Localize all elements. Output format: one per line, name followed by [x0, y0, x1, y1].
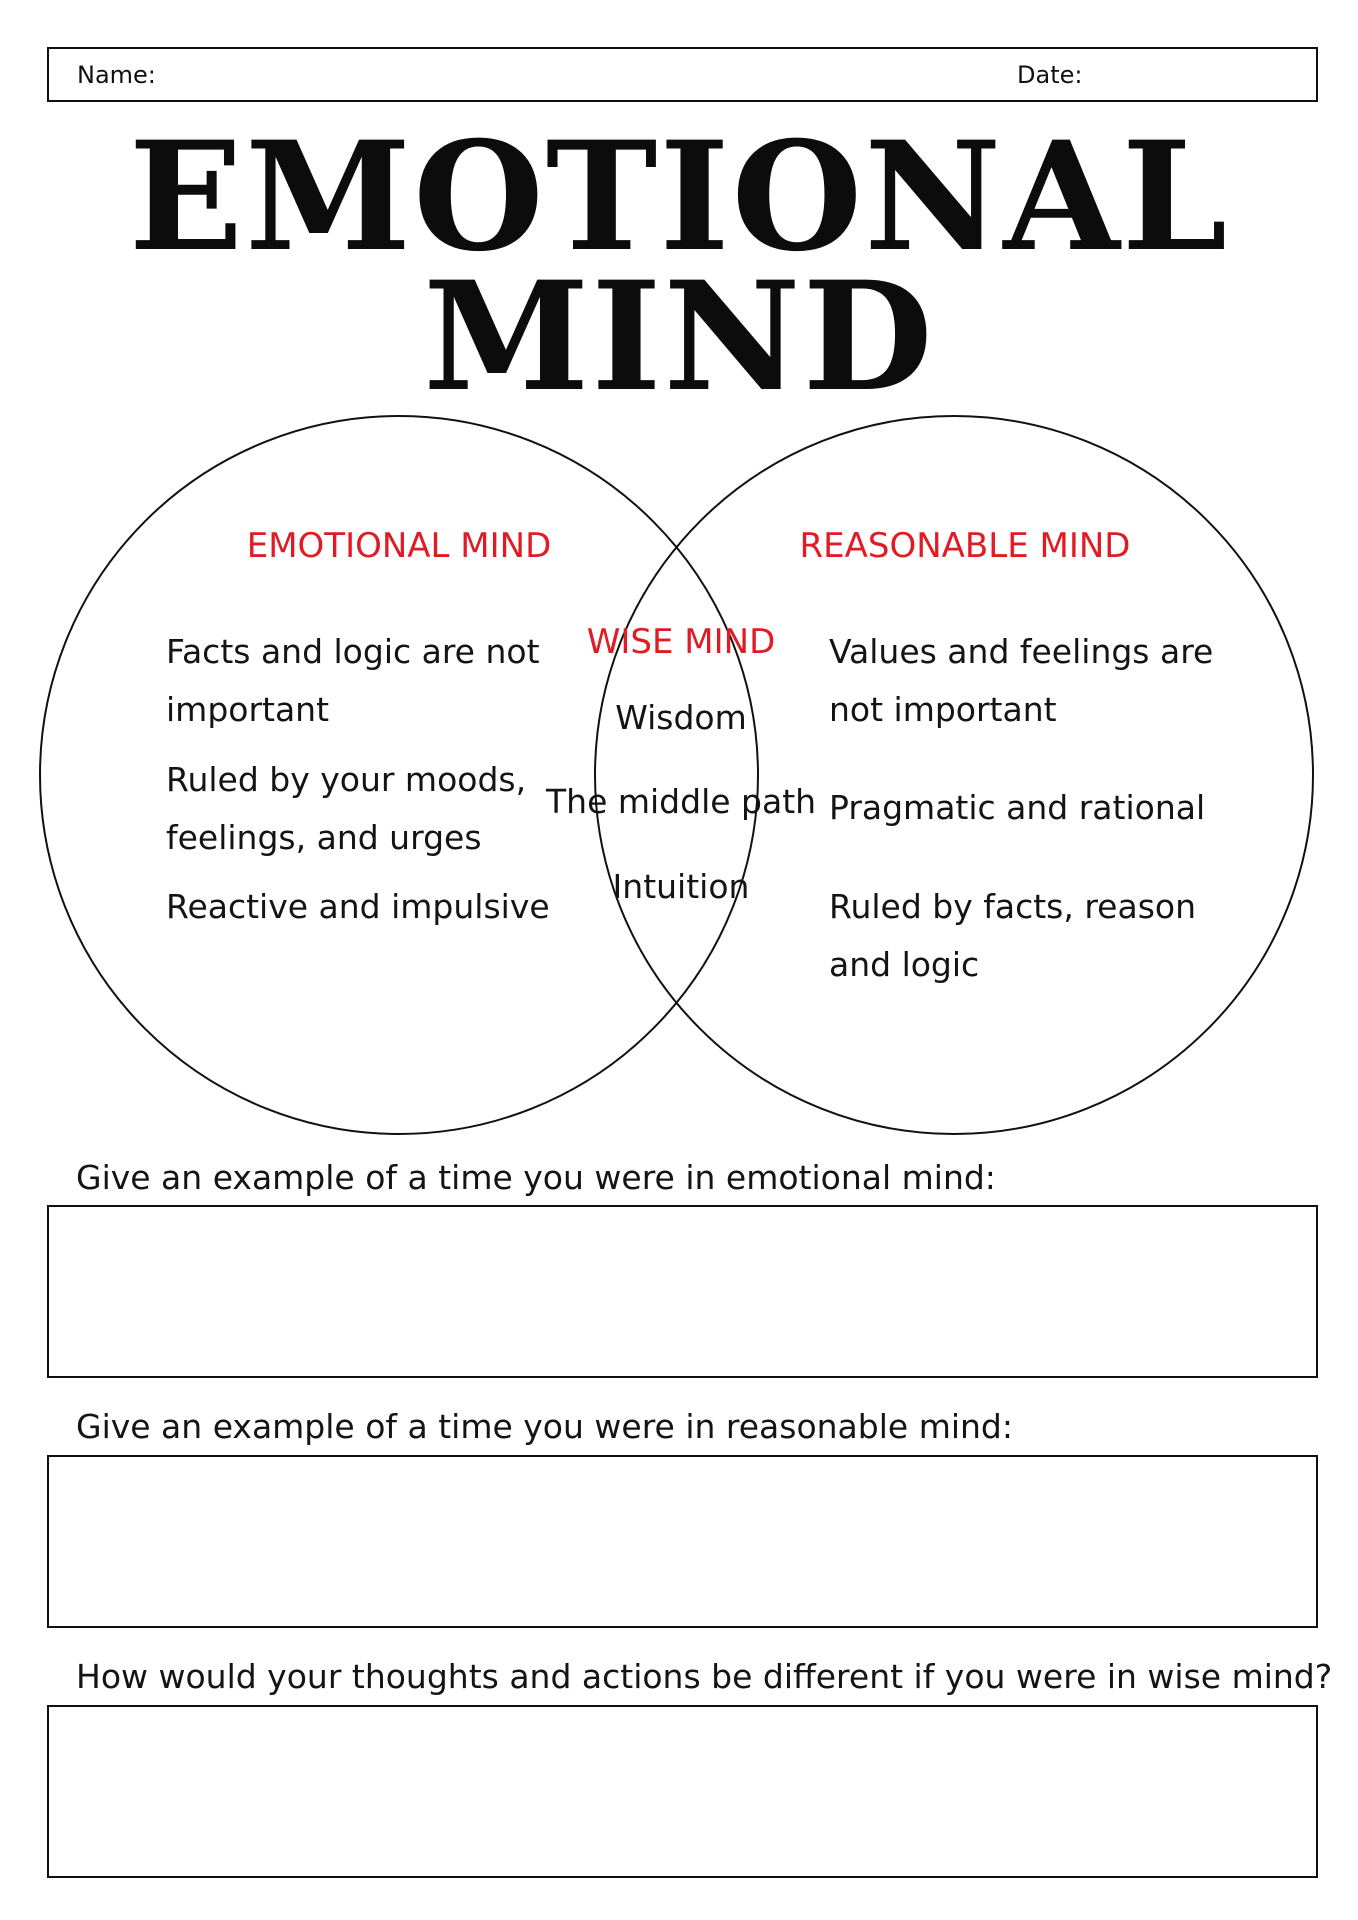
- emotional-item-3: Ruled by your moods,: [166, 760, 527, 799]
- header-box: Name: Date:: [47, 47, 1318, 102]
- date-label: Date:: [1017, 61, 1083, 89]
- reasonable-item-1: Values and feelings are: [829, 632, 1214, 671]
- emotional-mind-heading: EMOTIONAL MIND: [246, 526, 552, 566]
- question-reasonable-mind: Give an example of a time you were in re…: [76, 1407, 1013, 1446]
- reasonable-mind-heading: REASONABLE MIND: [799, 526, 1131, 566]
- emotional-item-4: feelings, and urges: [166, 818, 482, 857]
- wise-item-2: The middle path: [546, 782, 817, 821]
- page-title-line-1: EMOTIONAL: [128, 109, 1230, 285]
- answer-box-reasonable-mind[interactable]: [47, 1455, 1318, 1628]
- page-title-line-2: MIND: [423, 249, 935, 425]
- reasonable-item-2: not important: [829, 690, 1057, 729]
- answer-box-emotional-mind[interactable]: [47, 1205, 1318, 1378]
- wise-item-1: Wisdom: [615, 698, 747, 737]
- name-label: Name:: [77, 61, 156, 89]
- question-emotional-mind: Give an example of a time you were in em…: [76, 1158, 996, 1197]
- wise-item-3: Intuition: [612, 867, 750, 906]
- wise-mind-heading: WISE MIND: [586, 622, 776, 662]
- reasonable-item-4: Ruled by facts, reason: [829, 887, 1196, 926]
- question-wise-mind: How would your thoughts and actions be d…: [76, 1657, 1333, 1696]
- emotional-item-2: important: [166, 690, 330, 729]
- reasonable-item-5: and logic: [829, 945, 980, 984]
- emotional-item-5: Reactive and impulsive: [166, 887, 550, 926]
- emotional-item-1: Facts and logic are not: [166, 632, 540, 671]
- answer-box-wise-mind[interactable]: [47, 1705, 1318, 1878]
- reasonable-item-3: Pragmatic and rational: [829, 788, 1206, 827]
